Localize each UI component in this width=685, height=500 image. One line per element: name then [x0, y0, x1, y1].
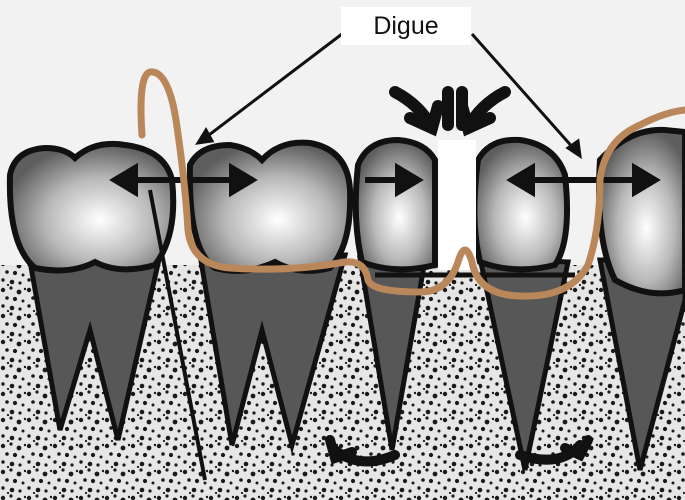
tooth-icon: [190, 143, 350, 271]
tooth-icon: [599, 130, 685, 293]
tooth-icon: [474, 140, 567, 270]
pressure-arrows-icon: [395, 92, 505, 128]
tooth-icon: [356, 140, 435, 269]
tooth-icon: [10, 144, 173, 271]
digue-label: Digue: [341, 7, 471, 45]
